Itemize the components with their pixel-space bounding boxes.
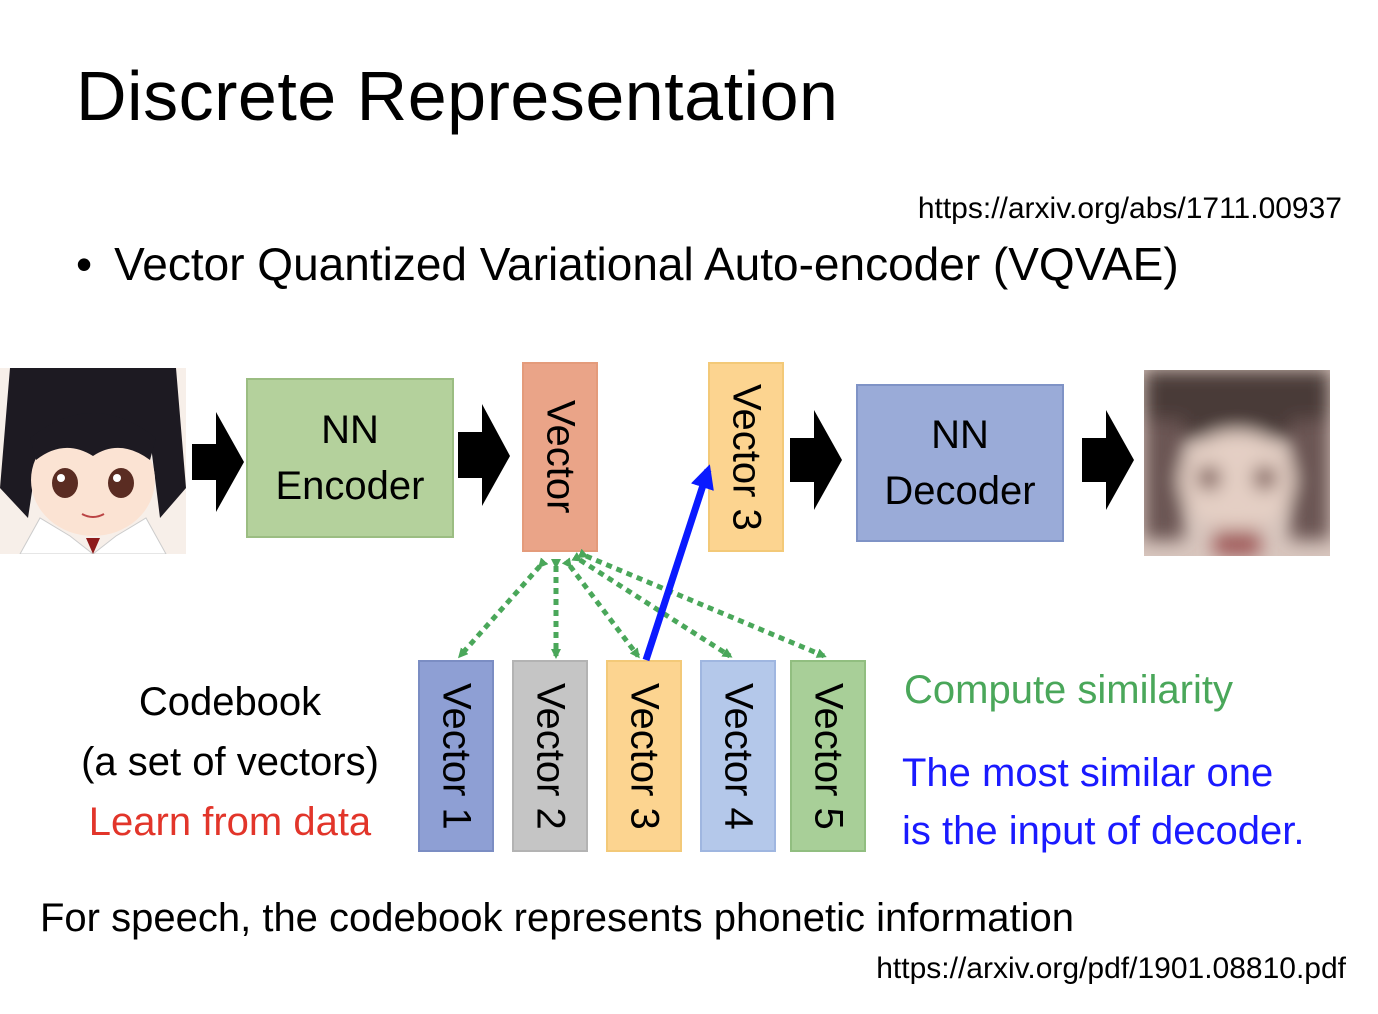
input-anime-image <box>0 368 186 554</box>
compute-similarity-text: Compute similarity <box>904 668 1233 712</box>
encoded-vector-label: Vector <box>538 400 583 514</box>
codebook-title: Codebook <box>138 680 322 724</box>
codebook-vector-2: Vector 2 <box>512 660 588 852</box>
output-reconstructed-image <box>1144 370 1330 556</box>
codebook-vector-1-label: Vector 1 <box>434 682 479 830</box>
bullet-dot-icon: • <box>76 238 93 290</box>
page-title: Discrete Representation <box>76 57 839 135</box>
flow-arrow-icon <box>192 412 244 512</box>
nn-encoder-box: NN Encoder <box>246 378 454 538</box>
codebook-vector-5: Vector 5 <box>790 660 866 852</box>
codebook-description: Codebook (a set of vectors) Learn from d… <box>40 672 420 852</box>
flow-arrow-icon <box>458 404 510 506</box>
most-similar-line-2: is the input of decoder. <box>902 809 1305 853</box>
bullet-text: Vector Quantized Variational Auto-encode… <box>114 238 1179 290</box>
codebook-vector-1: Vector 1 <box>418 660 494 852</box>
reference-link-bottom[interactable]: https://arxiv.org/pdf/1901.08810.pdf <box>876 952 1346 985</box>
flow-arrow-icon <box>790 410 842 510</box>
codebook-vector-2-label: Vector 2 <box>528 682 573 830</box>
encoded-vector-box: Vector <box>522 362 598 552</box>
selected-vector-label: Vector 3 <box>724 383 769 531</box>
nn-encoder-label: NN Encoder <box>275 408 425 508</box>
selected-vector-box: Vector 3 <box>708 362 784 552</box>
codebook-vector-3-label: Vector 3 <box>622 682 667 830</box>
codebook-subtitle: (a set of vectors) <box>81 740 379 784</box>
flow-arrow-icon <box>1082 410 1134 510</box>
nn-decoder-box: NN Decoder <box>856 384 1064 542</box>
footer-note: For speech, the codebook represents phon… <box>40 896 1074 940</box>
most-similar-line-1: The most similar one <box>902 751 1274 795</box>
reference-link-top[interactable]: https://arxiv.org/abs/1711.00937 <box>917 192 1342 225</box>
most-similar-note: The most similar one is the input of dec… <box>902 744 1305 860</box>
nn-decoder-label: NN Decoder <box>884 413 1036 513</box>
bullet-item: • Vector Quantized Variational Auto-encod… <box>76 237 1179 291</box>
codebook-vector-4-label: Vector 4 <box>716 682 761 830</box>
codebook-vector-3: Vector 3 <box>606 660 682 852</box>
codebook-vector-5-label: Vector 5 <box>806 682 851 830</box>
codebook-vector-4: Vector 4 <box>700 660 776 852</box>
learn-from-data-text: Learn from data <box>88 800 372 844</box>
